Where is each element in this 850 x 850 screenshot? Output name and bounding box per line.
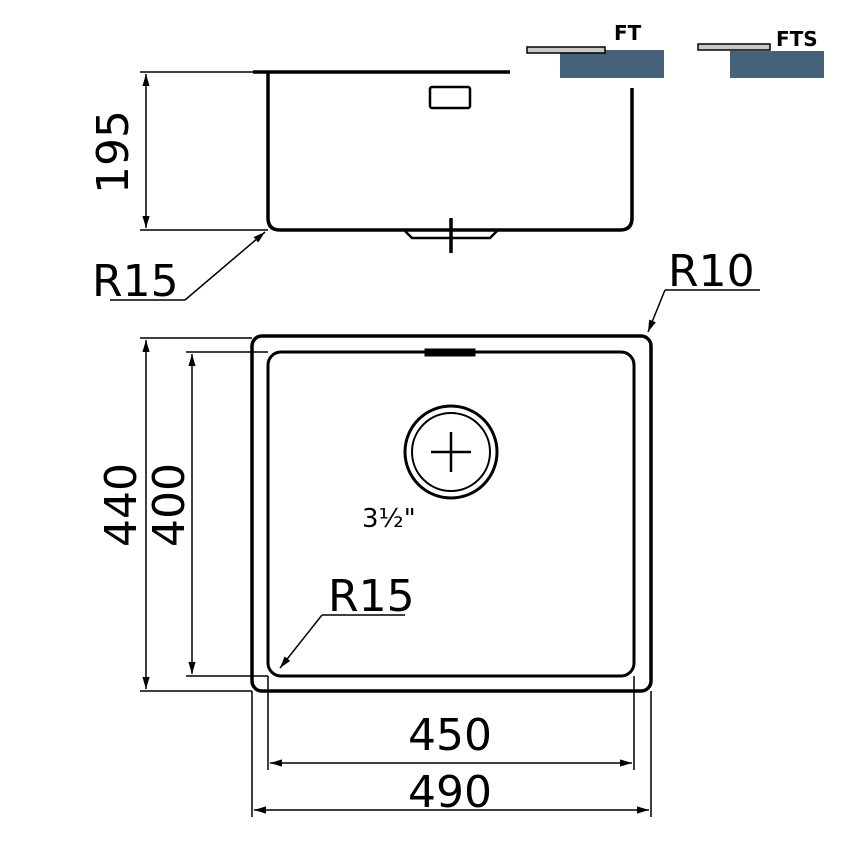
inner-depth-value: 400 — [144, 463, 195, 547]
inner-width-value: 450 — [408, 710, 492, 761]
ft-countertop — [560, 50, 664, 78]
inner-radius-label: R15 — [328, 571, 415, 622]
ft-sink-edge — [526, 46, 606, 54]
ft-mount-icon: FT — [526, 21, 664, 78]
ft-label: FT — [614, 21, 642, 45]
side-radius-label: R15 — [92, 256, 179, 307]
inner-depth-dimension — [186, 351, 268, 677]
inner-radius-leader — [279, 614, 405, 669]
side-radius-leader — [110, 231, 266, 301]
depth-value: 195 — [88, 110, 139, 194]
fts-sink-edge — [697, 43, 771, 51]
fts-mount-icon: FTS — [697, 27, 824, 78]
drain-icon — [403, 404, 499, 500]
outer-radius-leader — [647, 289, 760, 333]
outer-radius-label: R10 — [668, 246, 755, 297]
top-view — [250, 334, 653, 693]
outer-depth-dimension — [140, 337, 252, 692]
outer-width-dimension — [251, 691, 652, 817]
outer-depth-value: 440 — [96, 463, 147, 547]
depth-dimension — [140, 71, 268, 231]
side-view — [253, 70, 634, 253]
fts-label: FTS — [776, 27, 818, 51]
fts-countertop — [730, 51, 824, 78]
inner-width-dimension — [267, 676, 635, 770]
outer-width-value: 490 — [408, 767, 492, 818]
drain-size-label: 3½" — [362, 504, 416, 534]
